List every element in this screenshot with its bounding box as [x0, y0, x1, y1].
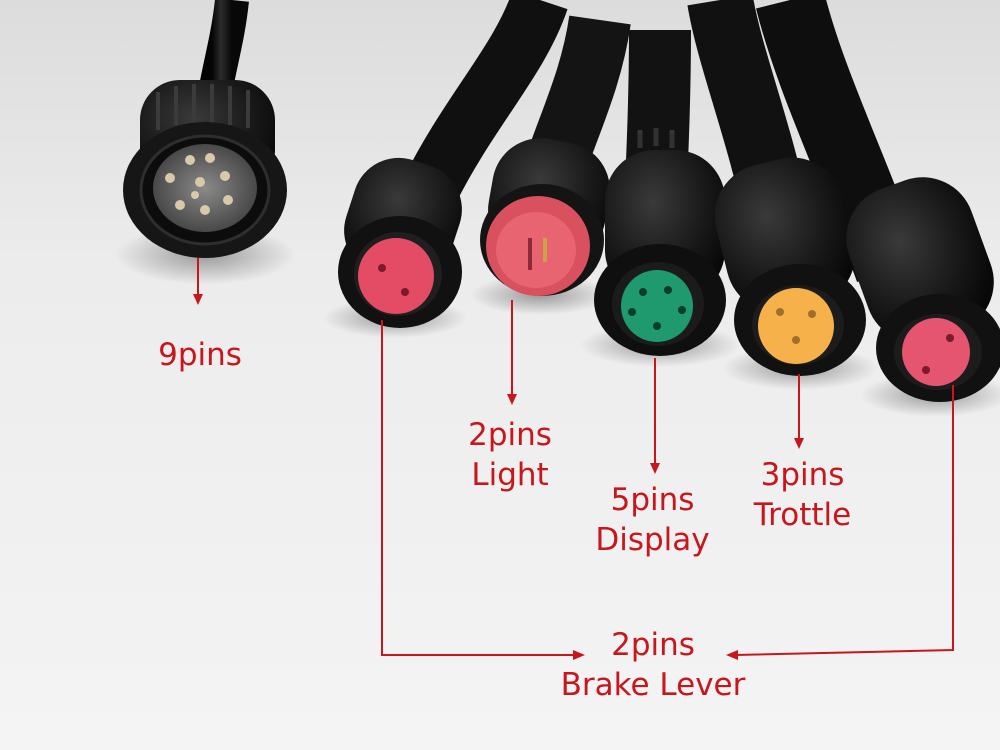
label-display: 5pins Display: [575, 480, 730, 560]
label-throttle-count: 3pins: [760, 457, 845, 493]
connector-light: [470, 138, 610, 315]
arrow-brake-left: [381, 320, 575, 656]
label-throttle: 3pins Trottle: [735, 455, 870, 535]
label-9pins: 9pins: [135, 335, 265, 375]
label-9pins-count: 9pins: [158, 337, 242, 373]
label-light-count: 2pins: [468, 417, 552, 453]
connector-display: [580, 128, 740, 367]
label-light: 2pins Light: [440, 415, 580, 495]
label-brake-name: Brake Lever: [560, 667, 746, 703]
label-light-name: Light: [471, 457, 549, 493]
label-brake-lever: 2pins Brake Lever: [548, 625, 758, 705]
connector-9pin: [115, 80, 295, 285]
label-throttle-name: Trottle: [753, 497, 852, 533]
connector-throttle: [714, 157, 878, 390]
connector-brake-right: [846, 177, 1000, 417]
annotation-arrows: [193, 258, 954, 660]
label-display-count: 5pins: [610, 482, 695, 518]
arrow-brake-right: [734, 385, 954, 656]
label-brake-count: 2pins: [611, 627, 695, 663]
connector-brake-left: [323, 157, 467, 338]
label-display-name: Display: [595, 522, 710, 558]
